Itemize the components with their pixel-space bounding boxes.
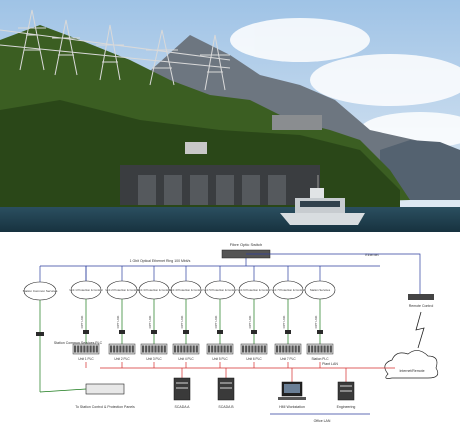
boat bbox=[280, 175, 365, 225]
building bbox=[272, 115, 322, 130]
server-1: SCADA A bbox=[173, 368, 191, 409]
remote-label: Internet/Remote bbox=[399, 369, 424, 373]
unit-circle-label: Station Services bbox=[310, 288, 331, 292]
clouds bbox=[230, 18, 460, 148]
plc-rack bbox=[306, 343, 334, 355]
fiber-link-label: OPT LNK bbox=[248, 316, 252, 329]
dam-gates bbox=[138, 175, 286, 205]
plc-rack bbox=[140, 343, 168, 355]
plc-rack bbox=[108, 343, 136, 355]
power-station-photo bbox=[0, 0, 460, 232]
fiber-transceiver bbox=[251, 330, 257, 334]
plc-label: Unit 6 PLC bbox=[246, 357, 262, 361]
small-building bbox=[185, 142, 207, 154]
fiber-link-label: OPT LNK bbox=[180, 316, 184, 329]
fiber-transceiver bbox=[217, 330, 223, 334]
unit-circle-label: Unit 1 Protection & Control bbox=[69, 288, 102, 292]
fiber-link-label: OPT LNK bbox=[214, 316, 218, 329]
remote-control-label: Remote Control bbox=[409, 304, 434, 308]
workstation-1: HMI Workstation bbox=[278, 368, 306, 409]
plc-rack bbox=[274, 343, 302, 355]
unit-circle-label: Unit 3 Protection & Control bbox=[137, 288, 170, 292]
fiber-link-label: OPT LNK bbox=[148, 316, 152, 329]
lightning-icon bbox=[415, 311, 425, 349]
station-panel-box bbox=[85, 383, 125, 395]
bottom-left-label: To Station Control & Protection Panels bbox=[75, 405, 135, 409]
left-unit-label: Station Common Services PLC bbox=[54, 341, 103, 345]
fiber-transceiver bbox=[285, 330, 291, 334]
fiber-transceiver bbox=[151, 330, 157, 334]
ring-label: 1 Gbit Optical Ethernet Ring 100 Mbit/s bbox=[130, 259, 191, 263]
plant-lan-label: Plant LAN bbox=[322, 362, 338, 366]
lake bbox=[0, 207, 460, 232]
fiber-transceiver bbox=[83, 330, 89, 334]
plc-label: Station PLC bbox=[311, 357, 329, 361]
fiber-link-label: OPT LNK bbox=[314, 316, 318, 329]
workstation-2-label: Engineering bbox=[337, 405, 356, 409]
fiber-transceiver bbox=[183, 330, 189, 334]
server-2-label: SCADA B bbox=[218, 405, 234, 409]
cloud-icon bbox=[384, 350, 439, 379]
unit-circle-label: Unit 4 Protection & Control bbox=[169, 288, 202, 292]
unit-circle-label: Unit 2 Protection & Control bbox=[105, 288, 138, 292]
plc-label: Unit 4 PLC bbox=[178, 357, 194, 361]
plc-label: Unit 3 PLC bbox=[146, 357, 162, 361]
server-2: SCADA B bbox=[217, 368, 235, 409]
fiber-link-label: OPT LNK bbox=[80, 316, 84, 329]
plc-rack bbox=[172, 343, 200, 355]
unit-circle-label: Unit 6 Protection & Control bbox=[237, 288, 270, 292]
office-lan-label: Office LAN bbox=[314, 419, 331, 423]
unit-circle-label: Unit 7 Protection & Control bbox=[271, 288, 304, 292]
workstation-2: Engineering bbox=[337, 368, 356, 409]
plc-rack bbox=[72, 343, 100, 355]
plc-label: Unit 5 PLC bbox=[212, 357, 228, 361]
network-diagram: Fibre Optic Switch 1 Gbit Optical Ethern… bbox=[23, 242, 439, 423]
remote-control-box bbox=[408, 294, 434, 300]
server-1-label: SCADA A bbox=[175, 405, 191, 409]
fibre-switch-label: Fibre Optic Switch bbox=[230, 242, 262, 247]
left-unit: Station Common Services Station Common S… bbox=[23, 281, 103, 392]
fiber-transceiver bbox=[119, 330, 125, 334]
plc-label: Unit 2 PLC bbox=[114, 357, 130, 361]
unit-circle-label: Unit 5 Protection & Control bbox=[203, 288, 236, 292]
fiber-link-label: OPT LNK bbox=[282, 316, 286, 329]
remote-link-label: Ethernet bbox=[365, 253, 378, 257]
plc-label: Unit 1 PLC bbox=[78, 357, 94, 361]
plc-label: Unit 7 PLC bbox=[280, 357, 296, 361]
left-unit-circle-label: Station Common Services bbox=[23, 289, 58, 293]
workstation-1-label: HMI Workstation bbox=[279, 405, 305, 409]
pylons bbox=[0, 9, 231, 91]
fiber-transceiver bbox=[317, 330, 323, 334]
plc-rack bbox=[206, 343, 234, 355]
fiber-link-label: OPT LNK bbox=[116, 316, 120, 329]
plc-rack bbox=[240, 343, 268, 355]
